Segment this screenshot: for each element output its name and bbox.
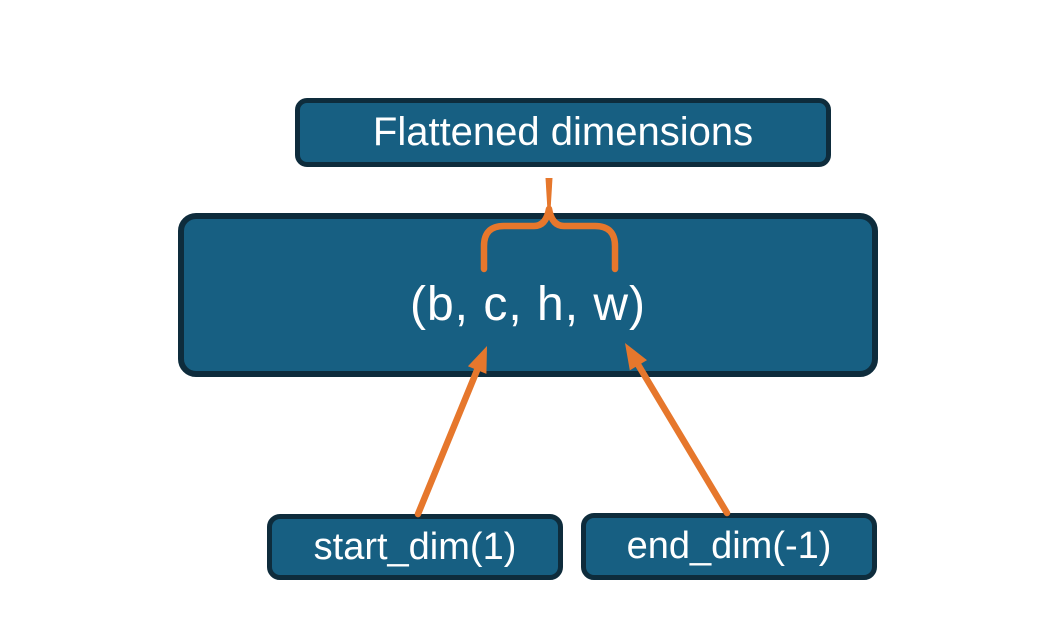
- end-dim-box: end_dim(-1): [581, 513, 877, 580]
- end-dim-label: end_dim(-1): [626, 525, 832, 567]
- start-dim-label: start_dim(1): [313, 525, 517, 568]
- tensor-shape-label: (b, c, h, w): [409, 277, 647, 331]
- end-dim-arrow-shaft: [632, 356, 731, 517]
- start-dim-arrow-shaft: [414, 361, 483, 518]
- tensor-shape-box: (b, c, h, w): [178, 213, 878, 377]
- start-dim-box: start_dim(1): [267, 514, 563, 580]
- flattened-dimensions-label: Flattened dimensions: [372, 110, 754, 154]
- brace-stem: [545, 178, 553, 211]
- flattened-dimensions-box: Flattened dimensions: [295, 98, 831, 167]
